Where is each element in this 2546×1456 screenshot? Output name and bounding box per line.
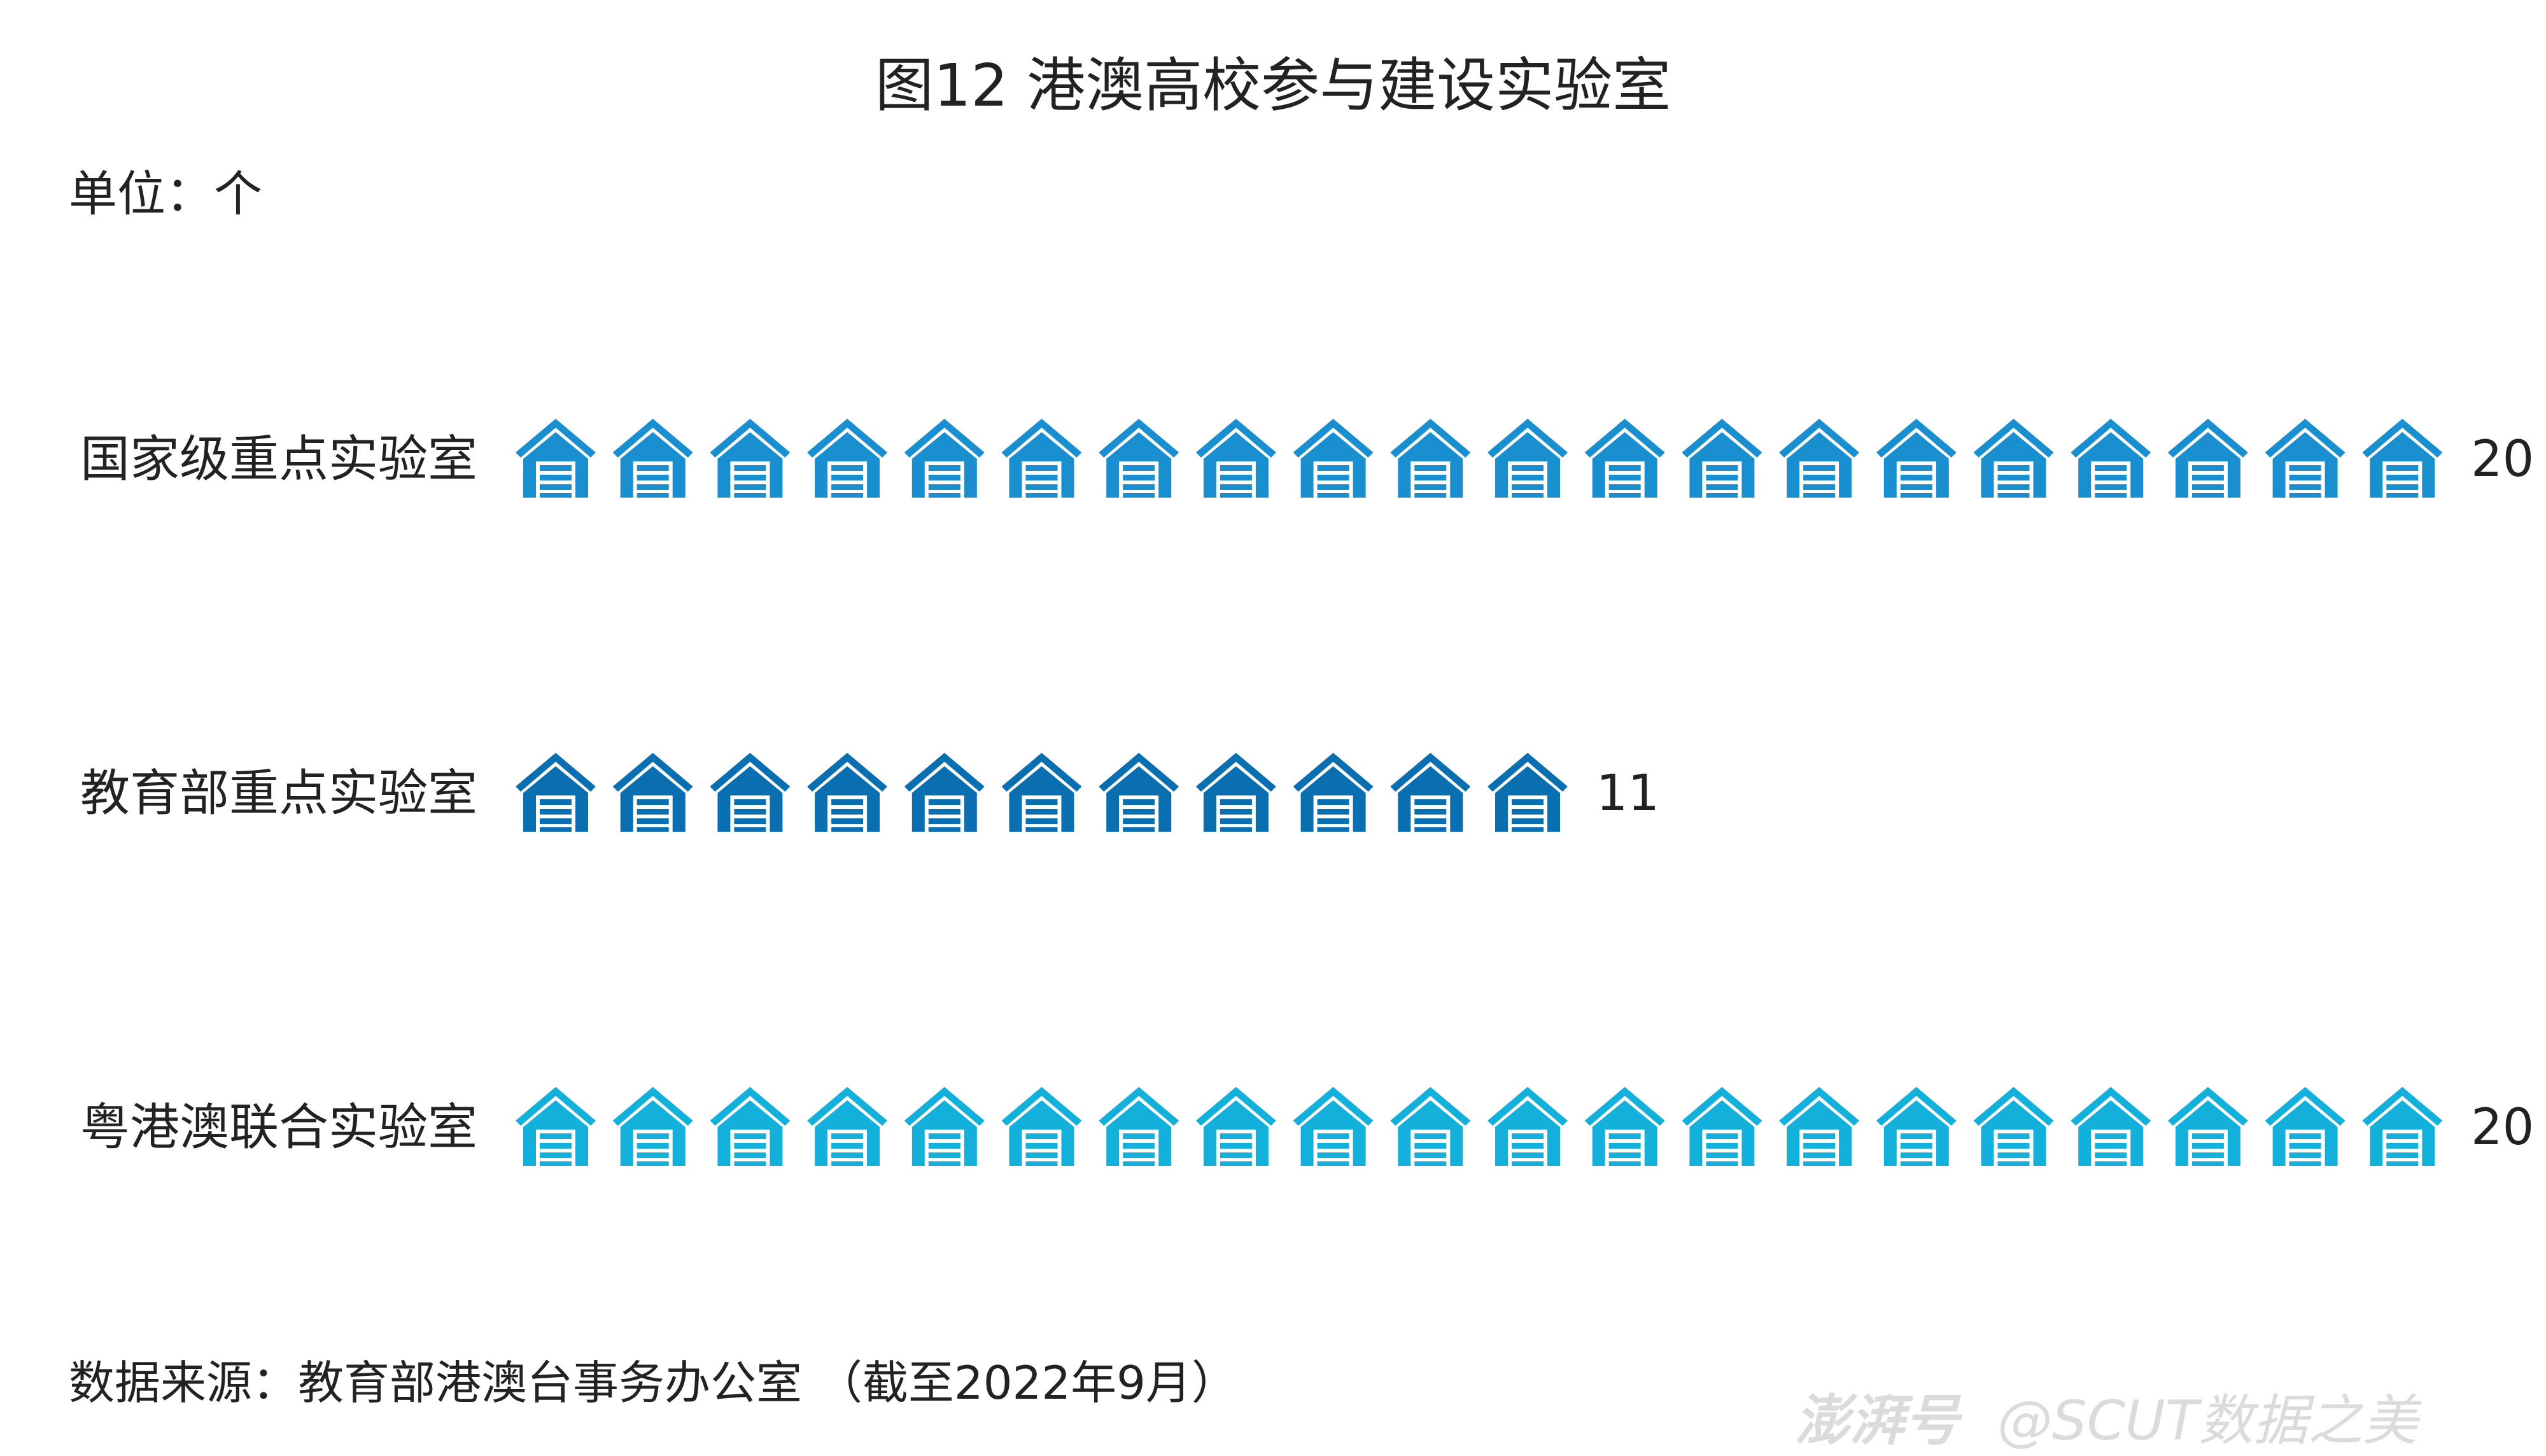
- house-icon: [1293, 1087, 1374, 1166]
- house-icon: [1488, 1087, 1568, 1166]
- house-icon: [1682, 419, 1762, 498]
- value-label: 20: [2471, 1099, 2534, 1156]
- house-icon: [612, 419, 693, 498]
- house-icon: [1195, 1087, 1276, 1166]
- house-icon: [1779, 1087, 1860, 1166]
- house-icon: [1195, 753, 1276, 832]
- house-icon: [904, 419, 985, 498]
- house-icon: [516, 419, 596, 498]
- house-icon: [1195, 419, 1276, 498]
- house-icon: [1779, 419, 1860, 498]
- house-icon: [904, 1087, 985, 1166]
- house-icon: [2071, 419, 2151, 498]
- house-icon: [1682, 1087, 1762, 1166]
- house-icon: [516, 1087, 596, 1166]
- house-icon: [1099, 419, 1179, 498]
- house-icon: [2265, 1087, 2346, 1166]
- house-icon: [612, 753, 693, 832]
- house-icon: [2071, 1087, 2151, 1166]
- house-icon: [612, 1087, 693, 1166]
- house-icon: [1876, 1087, 1957, 1166]
- house-icon: [2362, 419, 2443, 498]
- chart-title: 图12 港澳高校参与建设实验室: [875, 52, 1671, 120]
- category-label: 国家级重点实验室: [80, 431, 477, 488]
- value-label: 20: [2471, 431, 2534, 488]
- house-icon: [1876, 419, 1957, 498]
- house-icon: [904, 753, 985, 832]
- house-icon: [1001, 419, 1082, 498]
- house-icon: [710, 1087, 791, 1166]
- house-icon: [1099, 753, 1179, 832]
- category-label: 粤港澳联合实验室: [80, 1099, 477, 1156]
- house-icon: [2265, 419, 2346, 498]
- house-icon: [710, 419, 791, 498]
- value-label: 11: [1596, 765, 1659, 822]
- watermark-brand: 澎湃号: [1795, 1389, 1959, 1453]
- house-icon: [1390, 419, 1471, 498]
- house-icon: [1973, 1087, 2054, 1166]
- house-icon: [710, 753, 791, 832]
- house-icon: [516, 753, 596, 832]
- house-icon: [1584, 419, 1665, 498]
- watermark-account: @SCUT数据之美: [1997, 1389, 2418, 1453]
- house-icon: [1293, 419, 1374, 498]
- house-icon: [1001, 1087, 1082, 1166]
- source-note: 数据来源：教育部港澳台事务办公室 （截至2022年9月）: [69, 1356, 1237, 1410]
- house-icon: [1293, 753, 1374, 832]
- house-icon: [807, 1087, 888, 1166]
- house-icon: [807, 753, 888, 832]
- house-icon: [2362, 1087, 2443, 1166]
- unit-label: 单位：个: [69, 165, 262, 222]
- house-icon: [1099, 1087, 1179, 1166]
- house-icon: [2167, 419, 2248, 498]
- house-icon: [1488, 753, 1568, 832]
- house-icon: [1973, 419, 2054, 498]
- house-icon: [1001, 753, 1082, 832]
- house-icon: [2167, 1087, 2248, 1166]
- category-label: 教育部重点实验室: [80, 765, 477, 822]
- house-icon: [807, 419, 888, 498]
- watermark: 澎湃号 @SCUT数据之美: [1795, 1386, 2417, 1456]
- house-icon: [1390, 1087, 1471, 1166]
- house-icon: [1584, 1087, 1665, 1166]
- house-icon: [1390, 753, 1471, 832]
- house-icon: [1488, 419, 1568, 498]
